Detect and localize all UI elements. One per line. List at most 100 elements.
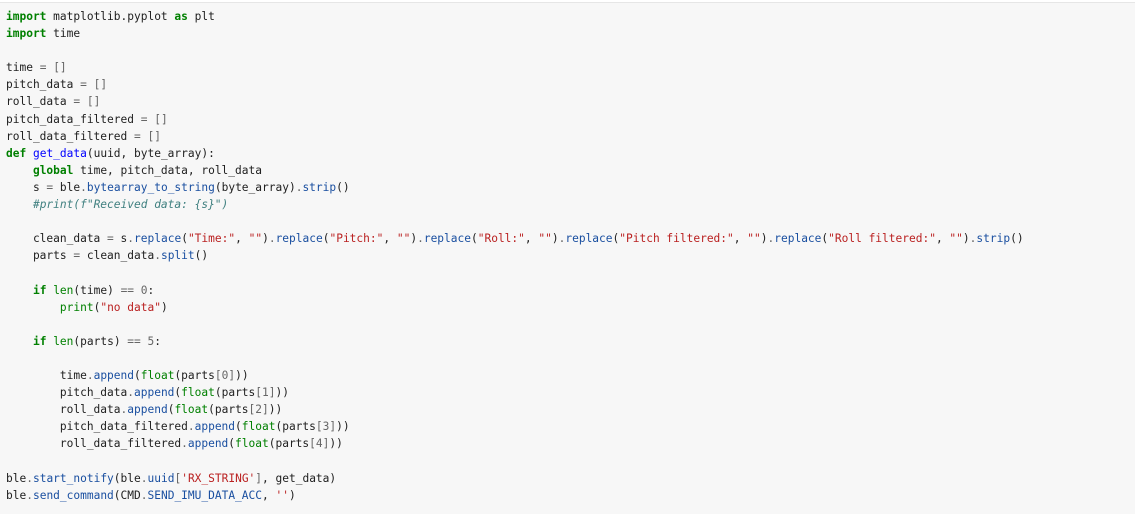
code-token: append <box>134 386 175 400</box>
code-token: ble <box>53 180 81 194</box>
code-line[interactable]: time = [] <box>6 59 1024 76</box>
code-line[interactable]: pitch_data = [] <box>6 76 1024 93</box>
code-line[interactable]: s = ble.bytearray_to_string(byte_array).… <box>6 179 1024 196</box>
code-line[interactable]: roll_data_filtered.append(float(parts[4]… <box>6 435 1024 452</box>
code-token: . <box>187 420 195 434</box>
code-token: roll_data_filtered <box>6 129 134 143</box>
code-token: (parts <box>174 368 215 382</box>
code-token: ( <box>821 232 829 246</box>
code-line[interactable]: ​ <box>6 213 1024 230</box>
code-line[interactable]: roll_data.append(float(parts[2])) <box>6 401 1024 418</box>
code-token: 3 <box>322 420 330 434</box>
code-token: (parts <box>208 403 249 417</box>
code-token: float <box>174 403 209 417</box>
code-token: . <box>154 249 161 263</box>
code-token: = <box>80 78 87 92</box>
code-token: ) <box>288 488 296 502</box>
code-token <box>134 284 141 297</box>
code-token: split <box>160 249 195 263</box>
code-token: float <box>241 420 276 434</box>
code-token: () <box>1010 232 1024 246</box>
code-token: ) <box>410 232 418 246</box>
code-token: == <box>127 334 141 348</box>
code-token: (byte_array) <box>214 180 296 194</box>
code-line[interactable]: pitch_data.append(float(parts[1])) <box>6 384 1024 401</box>
code-token: 2 <box>255 403 263 417</box>
code-token: = <box>133 129 141 143</box>
code-token: 0 <box>221 368 229 382</box>
code-line[interactable]: ​ <box>6 316 1024 333</box>
code-line[interactable]: ​ <box>6 42 1024 59</box>
code-line[interactable]: time.append(float(parts[0])) <box>6 367 1024 384</box>
code-token: "" <box>248 232 263 246</box>
code-token: = <box>39 61 47 75</box>
code-token: (parts) <box>73 334 128 348</box>
code-line[interactable]: pitch_data_filtered = [] <box>6 111 1024 128</box>
code-token: [ <box>309 437 316 451</box>
code-line[interactable]: roll_data = [] <box>6 93 1024 110</box>
code-line[interactable]: clean_data = s.replace("Time:", "").repl… <box>6 230 1024 247</box>
code-token: clean_data <box>80 249 155 263</box>
code-token: "" <box>949 232 963 246</box>
code-token: (time) <box>73 283 121 297</box>
code-token: = <box>73 95 81 109</box>
code-token: len <box>53 334 74 348</box>
code-token <box>6 335 33 348</box>
code-token: (uuid, byte_array): <box>86 146 215 160</box>
code-token: [ <box>248 403 256 417</box>
code-token: . <box>268 232 276 246</box>
code-token: . <box>26 471 33 485</box>
code-token: time <box>46 27 81 41</box>
code-token: import <box>6 27 47 41</box>
code-token: , <box>524 232 539 246</box>
code-token: . <box>140 471 148 485</box>
code-token: [ <box>255 386 263 400</box>
code-token: , get_data) <box>262 471 337 485</box>
code-line[interactable]: ​ <box>6 350 1024 367</box>
code-token: ( <box>322 232 330 246</box>
code-token: strip <box>302 180 337 194</box>
code-token: ( <box>181 232 188 246</box>
code-line[interactable]: def get_data(uuid, byte_array): <box>6 145 1024 162</box>
code-token: s <box>113 232 128 246</box>
code-token: pitch_data <box>6 78 81 92</box>
code-token: [ <box>315 420 323 434</box>
code-token: global <box>32 163 74 177</box>
code-line[interactable]: roll_data_filtered = [] <box>6 128 1024 145</box>
code-line[interactable]: #print(f"Received data: {s}") <box>6 196 1024 213</box>
code-line[interactable]: if len(time) == 0: <box>6 282 1024 299</box>
code-token: ] <box>329 420 337 434</box>
code-line[interactable]: global time, pitch_data, roll_data <box>6 162 1024 179</box>
code-token: (parts <box>268 437 310 451</box>
code-line[interactable]: print("no data") <box>6 299 1024 316</box>
code-line[interactable]: ​ <box>6 452 1024 469</box>
code-line[interactable]: import time <box>6 25 1024 42</box>
code-token: , <box>935 232 950 246</box>
code-token: . <box>127 232 135 246</box>
code-token: roll_data <box>6 403 121 417</box>
code-line[interactable]: ​ <box>6 264 1024 281</box>
code-line[interactable]: parts = clean_data.split() <box>6 247 1024 264</box>
code-line[interactable]: ble.start_notify(ble.uuid['RX_STRING'], … <box>6 470 1024 487</box>
code-line[interactable]: if len(parts) == 5: <box>6 333 1024 350</box>
code-token: time <box>6 368 87 382</box>
code-line[interactable]: ble.send_command(CMD.SEND_IMU_DATA_ACC, … <box>6 487 1024 504</box>
code-token: ble <box>6 471 27 485</box>
code-token: [] <box>86 95 101 109</box>
code-token: = <box>107 232 114 246</box>
code-token: pitch_data <box>6 386 128 400</box>
code-token: . <box>80 180 87 194</box>
code-line[interactable]: import matplotlib.pyplot as plt <box>6 8 1024 25</box>
code-token: time, pitch_data, roll_data <box>73 163 262 177</box>
code-token <box>6 164 33 177</box>
code-token: (parts <box>214 386 256 400</box>
code-token: == <box>120 283 135 297</box>
code-token: #print(f"Received data: {s}") <box>32 198 229 212</box>
code-token: . <box>86 368 94 382</box>
code-token: start_notify <box>32 471 114 485</box>
code-line[interactable]: pitch_data_filtered.append(float(parts[3… <box>6 418 1024 435</box>
code-token: (ble <box>113 471 141 485</box>
code-token: replace <box>275 232 323 246</box>
